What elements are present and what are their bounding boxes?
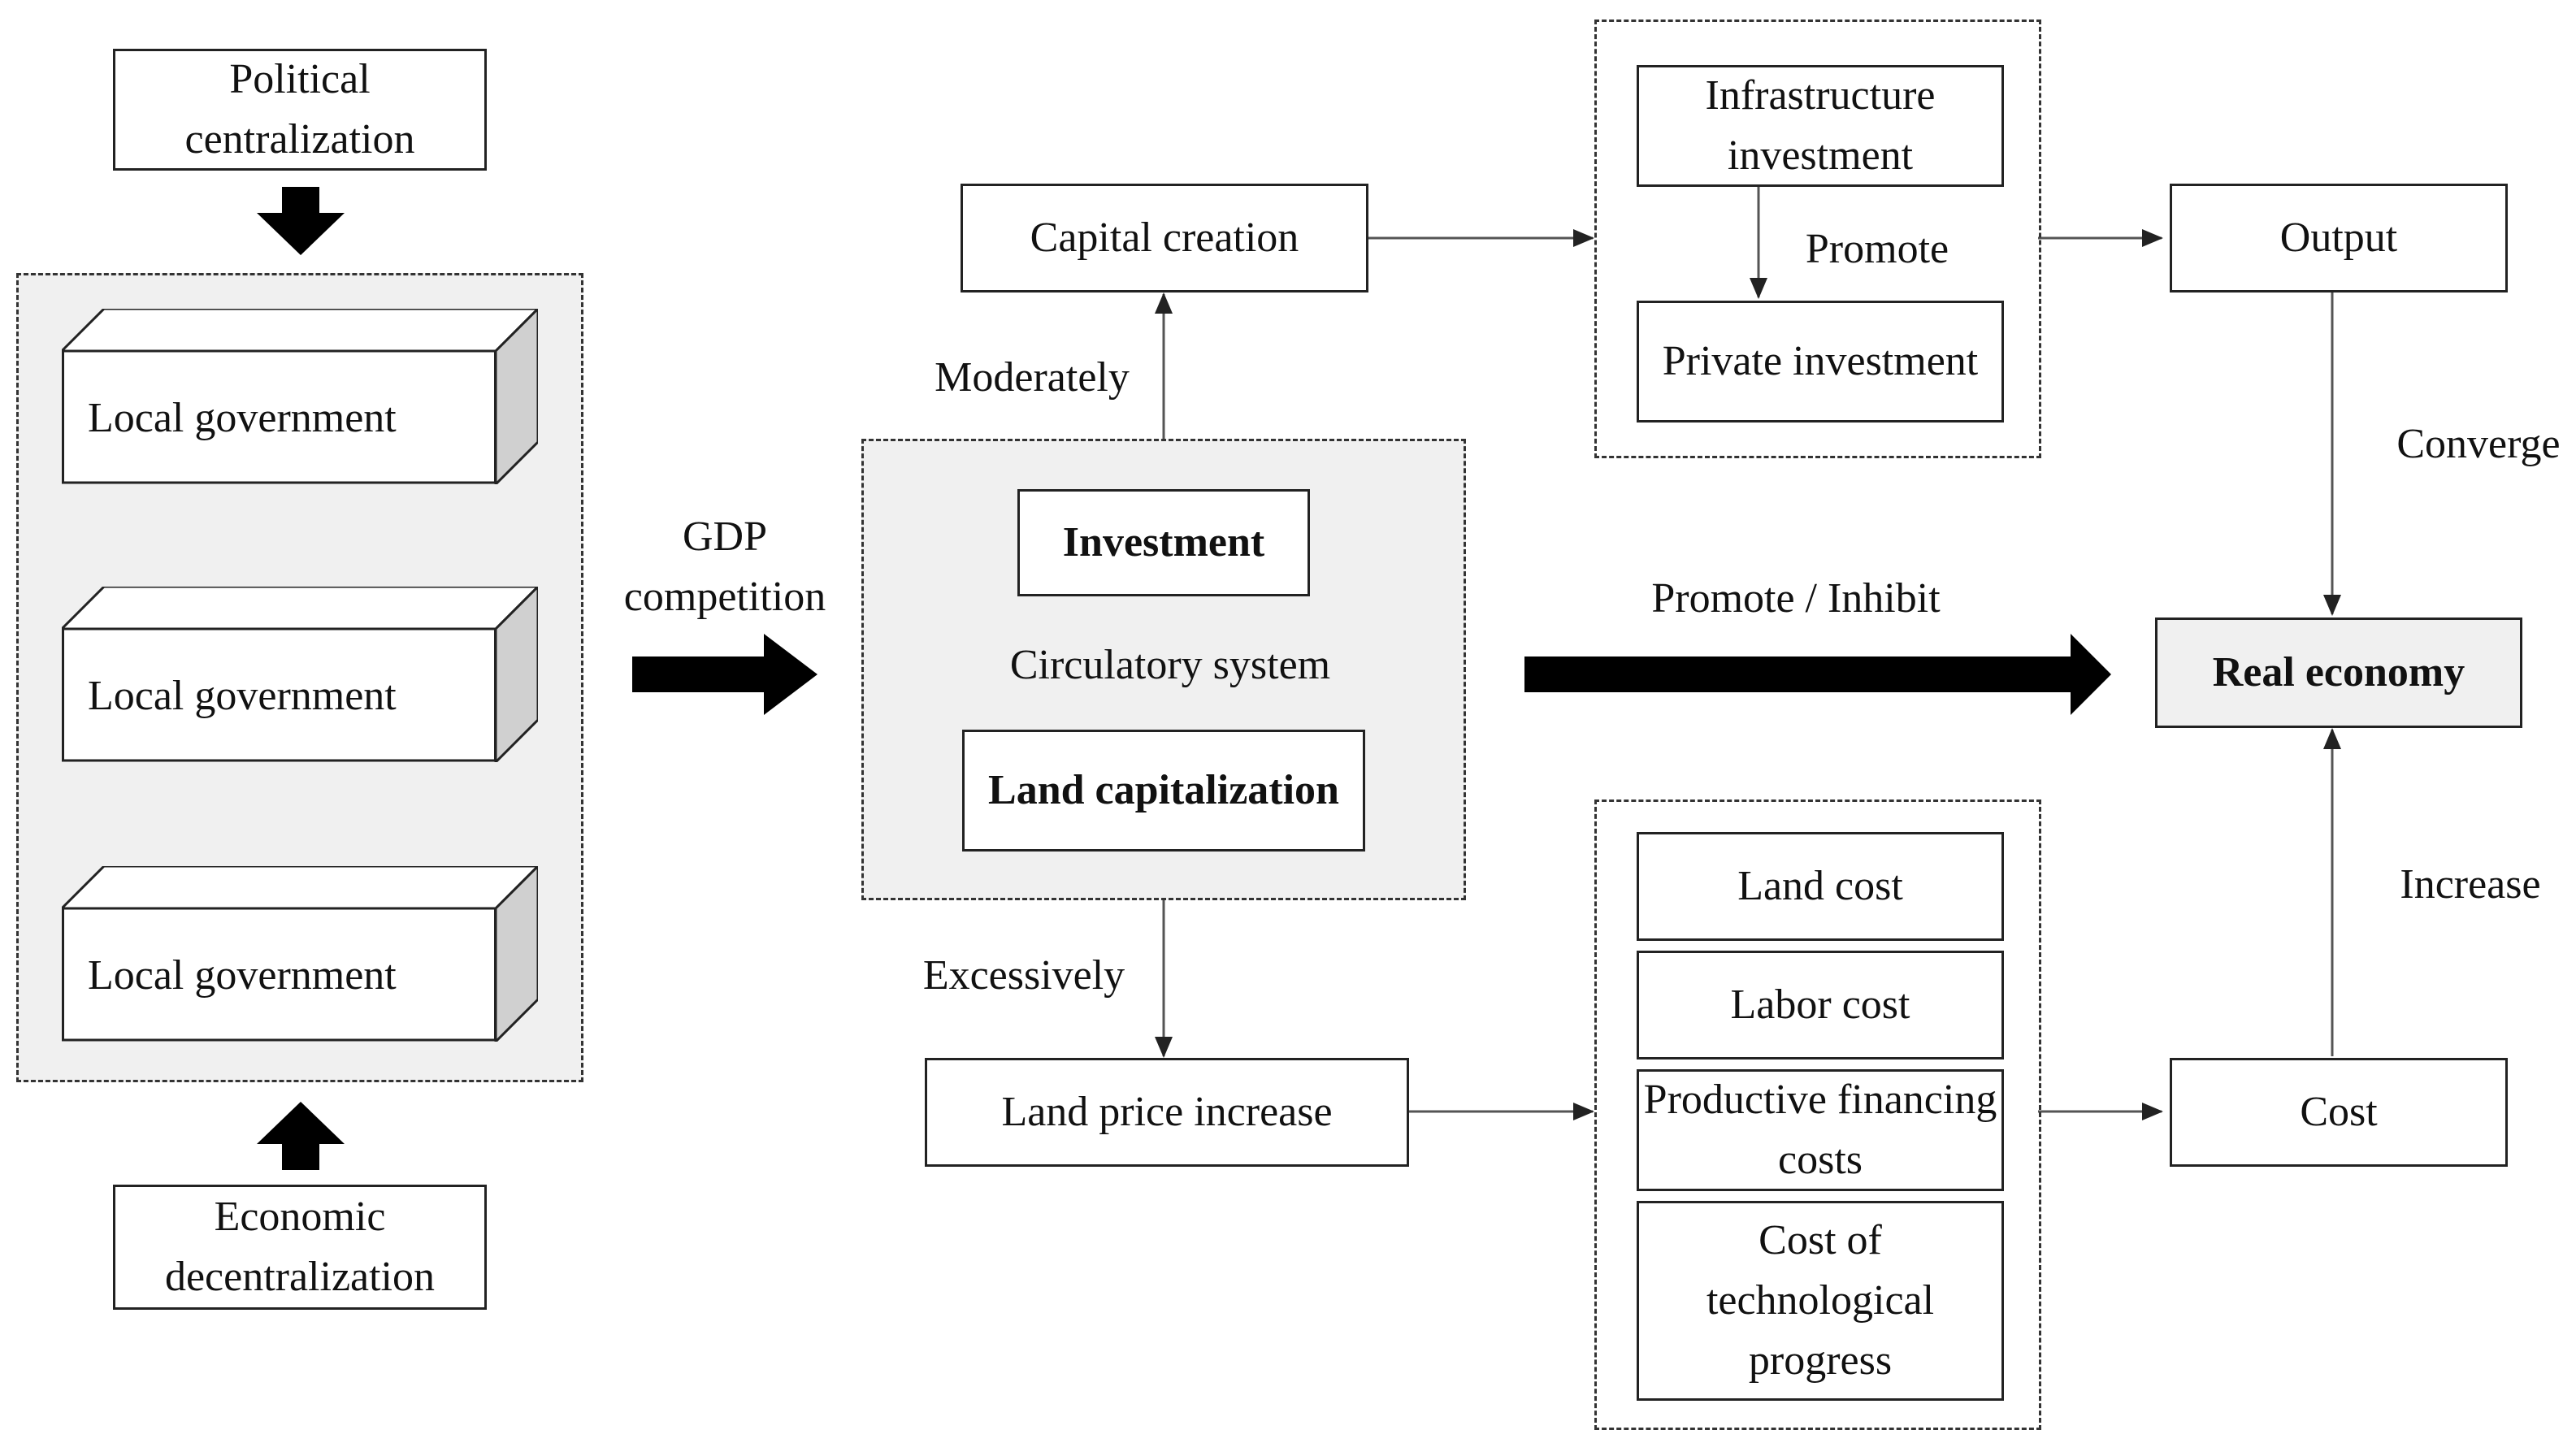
block-3d-shape xyxy=(62,309,538,484)
labor-cost-box: Labor cost xyxy=(1637,951,2004,1060)
block-3d-shape xyxy=(62,866,538,1042)
real-economy-box: Real economy xyxy=(2155,618,2522,728)
land-cost-box: Land cost xyxy=(1637,832,2004,941)
investment-box: Investment xyxy=(1017,489,1310,596)
thick-down-arrow-top xyxy=(257,187,345,255)
productive-financing-costs-label: Productive financing costs xyxy=(1643,1077,1997,1183)
thick-up-arrow-bottom xyxy=(257,1102,345,1170)
technological-progress-cost-label: Cost of technological progress xyxy=(1706,1217,1935,1384)
gdp-arrow xyxy=(632,634,817,715)
output-box: Output xyxy=(2170,184,2508,292)
cost-types-group xyxy=(1594,800,2041,1430)
labor-cost-label: Labor cost xyxy=(1730,982,1910,1028)
local-government-block-3: Local government xyxy=(62,866,538,1042)
gdp-competition-label: GDP competition xyxy=(623,514,826,620)
increase-label: Increase xyxy=(2400,861,2541,908)
infrastructure-investment-box: Infrastructure investment xyxy=(1637,65,2004,187)
investment-types-group xyxy=(1594,20,2041,458)
local-government-label-1: Local government xyxy=(88,394,397,441)
converge-label: Converge xyxy=(2396,421,2561,467)
technological-progress-cost-box: Cost of technological progress xyxy=(1637,1201,2004,1401)
local-government-label-2: Local government xyxy=(88,672,397,719)
local-government-block-1: Local government xyxy=(62,309,538,484)
real-economy-label: Real economy xyxy=(2212,649,2465,696)
infrastructure-investment-label: Infrastructure investment xyxy=(1705,72,1936,179)
political-centralization-label: Political centralization xyxy=(184,56,415,162)
private-investment-label: Private investment xyxy=(1662,338,1979,384)
local-government-block-2: Local government xyxy=(62,587,538,762)
investment-label: Investment xyxy=(1062,519,1265,566)
cost-label: Cost xyxy=(2300,1089,2378,1135)
capital-creation-box: Capital creation xyxy=(961,184,1368,292)
circulatory-system-label: Circulatory system xyxy=(1009,642,1331,688)
land-price-increase-box: Land price increase xyxy=(925,1058,1409,1167)
promote-inhibit-arrow xyxy=(1524,634,2111,715)
local-government-label-3: Local government xyxy=(88,951,397,999)
cost-box: Cost xyxy=(2170,1058,2508,1167)
land-capitalization-label: Land capitalization xyxy=(988,767,1339,813)
political-centralization-box: Political centralization xyxy=(113,49,487,171)
economic-decentralization-label: Economic decentralization xyxy=(164,1194,436,1300)
land-capitalization-box: Land capitalization xyxy=(962,730,1365,852)
excessively-label: Excessively xyxy=(922,952,1125,999)
output-label: Output xyxy=(2279,214,2398,261)
land-cost-label: Land cost xyxy=(1737,863,1903,909)
promote-inhibit-label: Promote / Inhibit xyxy=(1651,575,1941,622)
promote-label: Promote xyxy=(1805,226,1949,272)
block-3d-shape xyxy=(62,587,538,762)
economic-decentralization-box: Economic decentralization xyxy=(113,1185,487,1310)
moderately-label: Moderately xyxy=(935,354,1130,401)
productive-financing-costs-box: Productive financing costs xyxy=(1637,1069,2004,1191)
private-investment-box: Private investment xyxy=(1637,301,2004,422)
land-price-increase-label: Land price increase xyxy=(1001,1089,1333,1135)
capital-creation-label: Capital creation xyxy=(1030,214,1299,261)
